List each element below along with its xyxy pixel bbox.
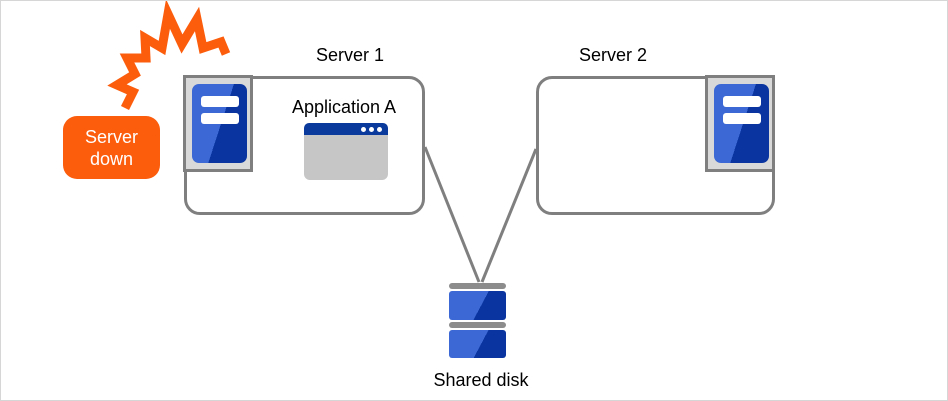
server-tower-glyph — [192, 84, 247, 163]
window-titlebar — [304, 123, 388, 135]
disk-platter — [449, 330, 506, 358]
application-a-label: Application A — [291, 97, 397, 117]
server2-label: Server 2 — [578, 45, 648, 65]
shared-disk-icon — [449, 283, 506, 358]
explosion-icon — [107, 1, 231, 111]
disk-cap — [449, 283, 506, 289]
server-down-badge: Server down — [63, 116, 160, 179]
window-dots-icon — [361, 127, 382, 132]
window-body — [304, 135, 388, 180]
connector-server2-disk — [480, 148, 538, 283]
application-window-icon — [304, 123, 388, 180]
server-tower-icon — [183, 75, 253, 172]
server1-label: Server 1 — [315, 45, 385, 65]
server-down-label: Server down — [84, 126, 138, 169]
connector-server1-disk — [423, 146, 481, 283]
shared-disk-label: Shared disk — [433, 370, 529, 390]
tower-slot — [723, 113, 761, 124]
server-tower-icon — [705, 75, 775, 172]
tower-slot — [201, 113, 239, 124]
server-tower-glyph — [714, 84, 769, 163]
tower-slot — [723, 96, 761, 107]
tower-slot — [201, 96, 239, 107]
disk-cap — [449, 322, 506, 328]
disk-platter — [449, 291, 506, 320]
